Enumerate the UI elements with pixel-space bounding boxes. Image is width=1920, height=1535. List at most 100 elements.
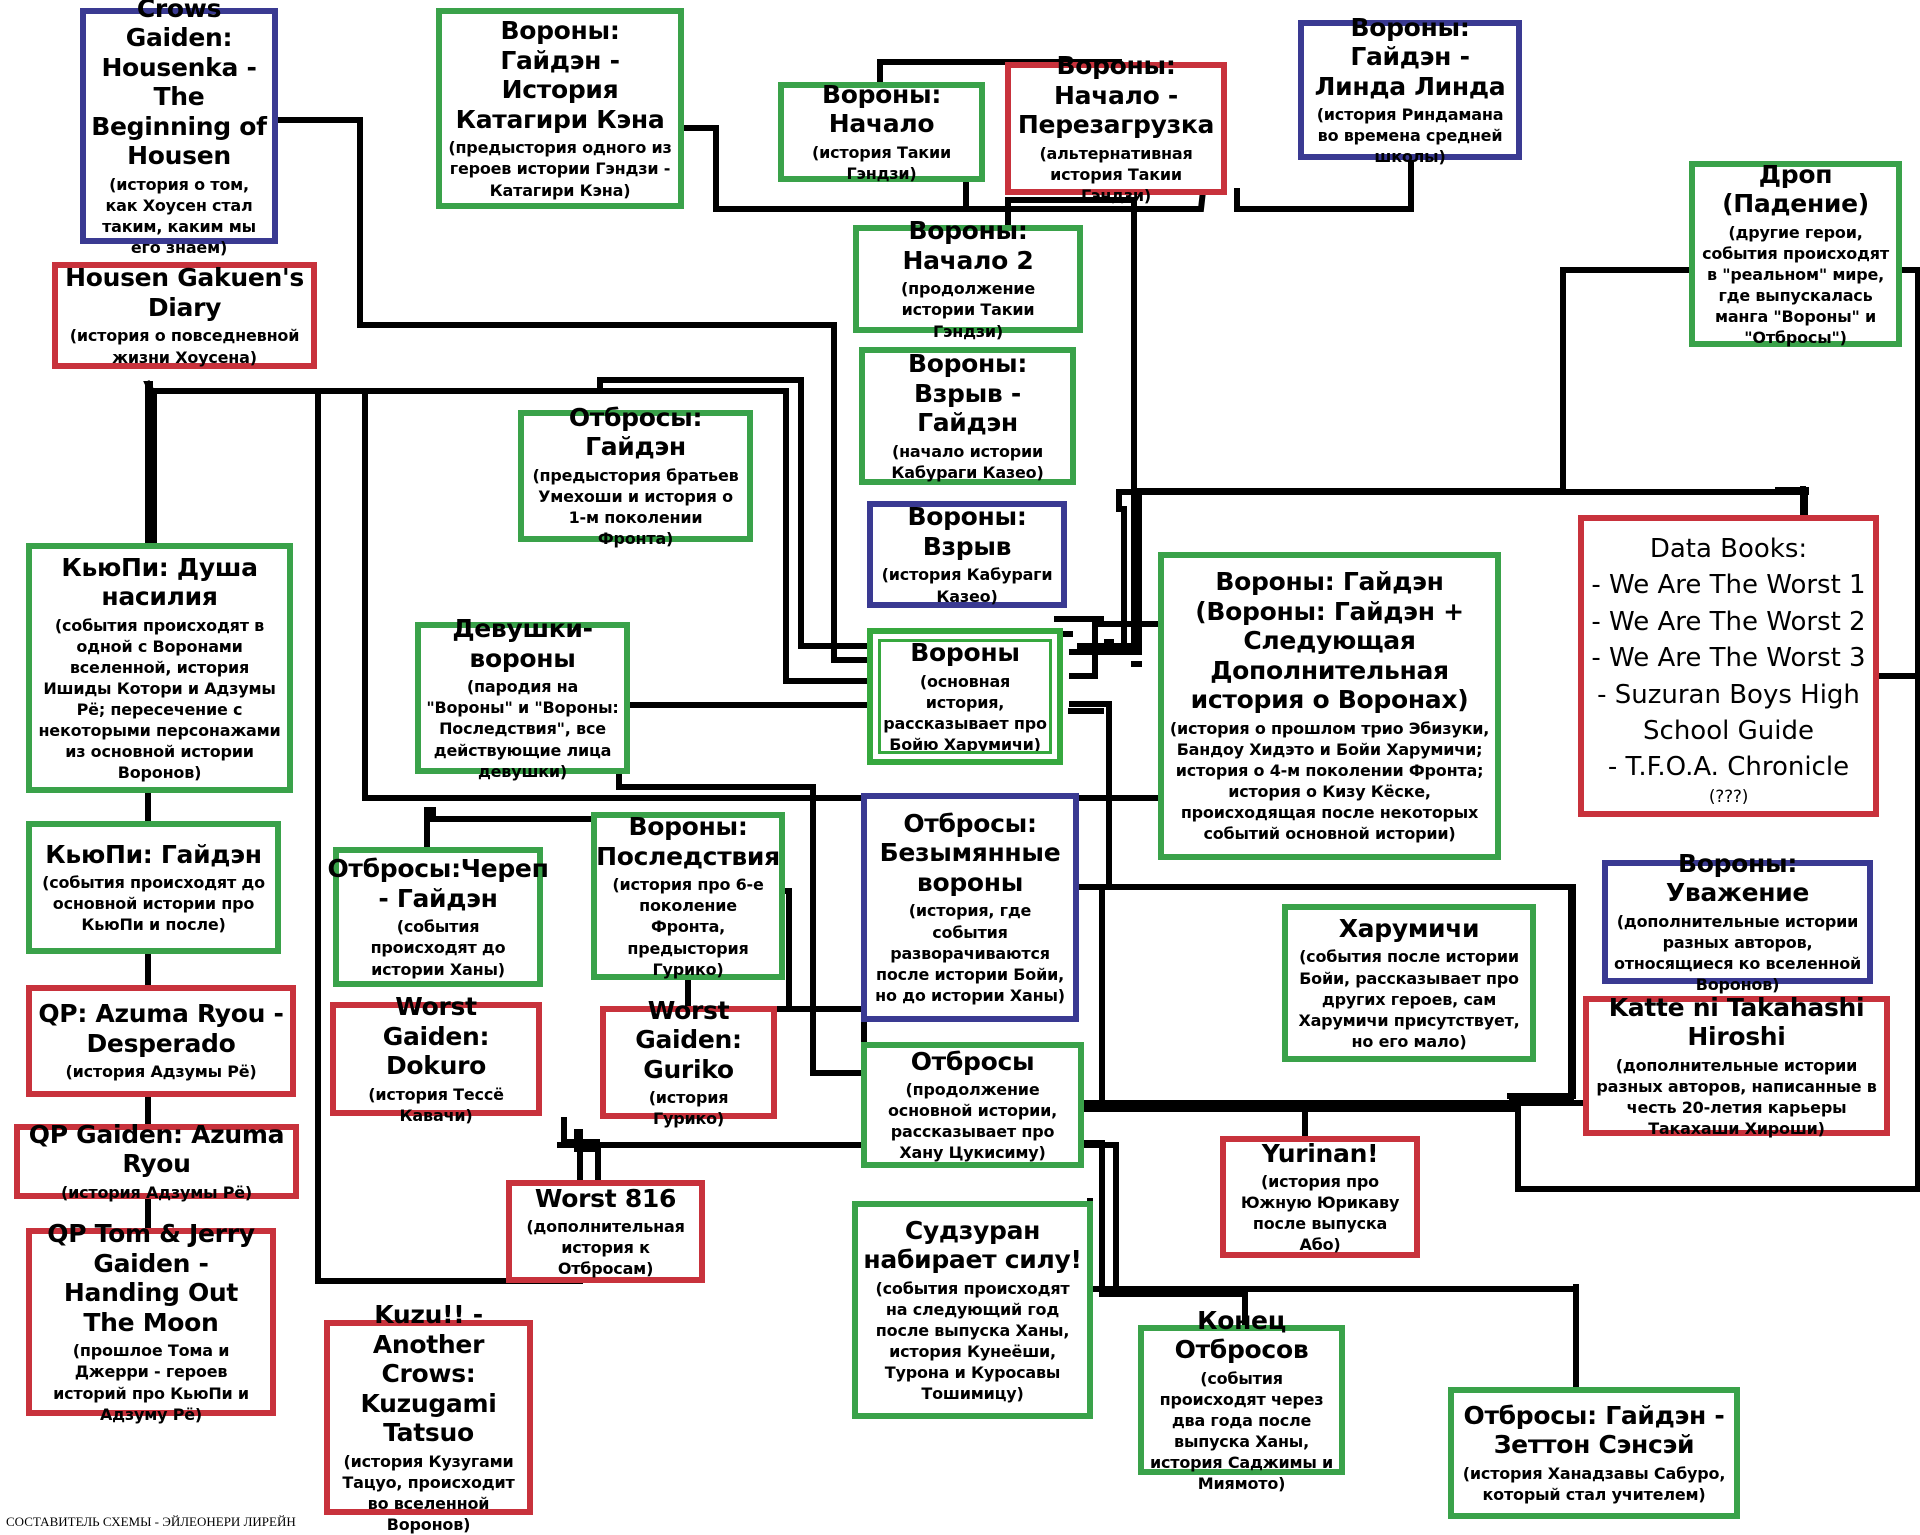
- node-qp-gaiden: КьюПи: Гайдэн (события происходят до осно…: [26, 821, 281, 954]
- node-crows-gaiden-linda: Вороны: Гайдэн - Линда Линда(история Рин…: [1298, 13, 1522, 166]
- node-title: Вороны: Начало - Перезагрузка: [1017, 51, 1215, 140]
- node-title: Worst Gaiden: Guriko: [635, 995, 742, 1084]
- node-title: Девушки-вороны: [452, 614, 593, 673]
- node-housen-gakuen-diary: Housen Gakuen's Diary(история о повседне…: [52, 262, 317, 369]
- diagram-credit: СОСТАВИТЕЛЬ СХЕМЫ - ЭЙЛЕОНЕРИ ЛИРЕЙН: [6, 1514, 296, 1529]
- node-worst-816: Worst 816(дополнительная история к Отбро…: [506, 1180, 705, 1283]
- node-desc: (дополнительные истории разных авторов, …: [1613, 911, 1862, 995]
- node-desc: (начало истории Кабураги Казео): [891, 441, 1044, 482]
- node-title: Crows Gaiden: Housenka - The Beginning o…: [91, 0, 267, 171]
- node-title: КьюПи: Гайдэн: [45, 839, 262, 869]
- node-title: Отбросы: [910, 1046, 1035, 1076]
- connector-line: [616, 772, 867, 1076]
- node-crows-zero: Вороны: Начало(история Такии Гэндзи): [778, 79, 985, 183]
- node-worst-skull-gaiden: Отбросы:Череп - Гайдэн(события происходя…: [327, 847, 549, 987]
- data-book-item: - Suzuran Boys High School Guide: [1597, 679, 1860, 746]
- node-desc: (дополнительные истории разных авторов, …: [1596, 1055, 1877, 1139]
- node-desc: (история Адзумы Рё): [60, 1182, 253, 1202]
- node-crows-zero-reboot: Вороны: Начало - Перезагрузка(альтернати…: [1005, 51, 1227, 205]
- node-desc: (история Такии Гэндзи): [812, 142, 951, 183]
- node-desc: (альтернативная история Такии Гэндзи): [1039, 143, 1193, 205]
- connector-line: [1234, 151, 1414, 212]
- connector-line: [1081, 1142, 1242, 1297]
- node-title: Отбросы: Безымянные вороны: [879, 808, 1061, 897]
- node-desc: (???): [1708, 786, 1749, 807]
- node-title: Отбросы: Гайдэн - Зеттон Сэнсэй: [1463, 1400, 1725, 1460]
- node-desc: (история Кабураги Казео): [881, 565, 1053, 606]
- data-book-item: - T.F.O.A. Chronicle: [1607, 752, 1850, 783]
- node-title: Отбросы: Гайдэн: [568, 402, 703, 462]
- node-title: QP Tom & Jerry Gaiden - Handing Out The …: [47, 1219, 255, 1337]
- node-harumichi: Харумичи (события после истории Бойи, рас…: [1282, 904, 1536, 1062]
- node-desc: (предыстория одного из героев истории Гэ…: [448, 138, 672, 200]
- data-book-item: - We Are The Worst 3: [1591, 643, 1866, 674]
- node-title: Судзуран набирает силу!: [863, 1215, 1082, 1275]
- node-desc: (история, где события разворачиваются по…: [875, 901, 1065, 1005]
- node-desc: (события происходят на следующий год пос…: [875, 1278, 1070, 1404]
- node-qp-desperado: QP: Azuma Ryou - Desperado (история Адзум…: [26, 985, 296, 1097]
- node-title: Вороны: Взрыв - Гайдэн: [907, 349, 1028, 438]
- node-crows-explode: Вороны: Взрыв(история Кабураги Казео): [867, 501, 1067, 608]
- node-title: Вороны: Гайдэн (Вороны: Гайдэн + Следующ…: [1190, 567, 1469, 715]
- node-desc: (события происходят через два года после…: [1150, 1368, 1333, 1494]
- node-desc: (события после истории Бойи, рассказывае…: [1298, 947, 1520, 1051]
- node-crows-respect: Вороны: Уважение(дополнительные истории …: [1602, 849, 1873, 994]
- node-desc: (пародия на "Вороны" и "Вороны: Последст…: [426, 677, 619, 781]
- node-worst-gaiden-guriko: Worst Gaiden: Guriko(история Гурико): [600, 996, 777, 1128]
- node-title: Харумичи: [1338, 913, 1480, 943]
- node-title: Kuzu!! - Another Crows: Kuzugami Tatsuo: [360, 1300, 497, 1448]
- node-desc: (продолжение истории Такии Гэндзи): [901, 279, 1035, 341]
- node-desc: (история о прошлом трио Эбизуки, Бандоу …: [1169, 718, 1490, 844]
- node-desc: (история Ханадзавы Сабуро, который стал …: [1462, 1463, 1726, 1504]
- node-worst-gaiden-dokuro: Worst Gaiden: Dokuro(история Тессё Кавач…: [330, 992, 542, 1125]
- node-desc: (история о том, как Хоусен стал таким, к…: [102, 174, 256, 258]
- node-desc: (история Адзумы Рё): [65, 1062, 257, 1082]
- node-title: Yurinan!: [1261, 1138, 1379, 1168]
- node-desc: (история про 6-е поколение Фронта, преды…: [612, 875, 764, 979]
- node-desc: (история про Южную Юрикаву после выпуска…: [1240, 1172, 1400, 1255]
- node-crows-aftermath: Вороны: Последствия(история про 6-е поко…: [591, 812, 785, 980]
- node-data-books: Data Books: - We Are The Worst 1 - We Ar…: [1578, 515, 1879, 817]
- node-desc: (история Гурико): [648, 1088, 729, 1129]
- node-title: Вороны: Уважение: [1665, 848, 1810, 908]
- node-title: QP Gaiden: Azuma Ryou: [28, 1119, 285, 1179]
- connector-line: [1116, 489, 1127, 645]
- connector-line: [277, 117, 871, 663]
- node-kuzu-another-crows: Kuzu!! - Another Crows: Kuzugami Tatsuo(…: [324, 1300, 533, 1534]
- node-desc: (история Кузугами Тацуо, происходит во в…: [342, 1451, 515, 1534]
- node-crows-zero-2: Вороны: Начало 2(продолжение истории Так…: [853, 216, 1083, 341]
- node-worst-gaiden: Отбросы: Гайдэн(предыстория братьев Умех…: [518, 403, 753, 548]
- node-worst-nameless-crows: Отбросы: Безымянные вороны(история, где …: [861, 793, 1079, 1022]
- node-qp-gaiden-azuma: QP Gaiden: Azuma Ryou (история Адзумы Рё): [14, 1120, 299, 1202]
- node-qp-tom-jerry: QP Tom & Jerry Gaiden - Handing Out The …: [26, 1219, 276, 1424]
- connector-line: [1076, 1140, 1242, 1297]
- node-title: КьюПи: Душа насилия: [61, 552, 258, 612]
- node-worst: Отбросы (продолжение основной истории, ра…: [861, 1042, 1084, 1168]
- node-title: Дроп (Падение): [1722, 159, 1869, 219]
- node-desc: (история Тессё Кавачи): [368, 1084, 504, 1125]
- node-title: Конец Отбросов: [1174, 1305, 1309, 1365]
- node-desc: (предыстория братьев Умехоши и история о…: [532, 465, 739, 549]
- node-title: Housen Gakuen's Diary: [65, 263, 304, 322]
- node-title: QP: Azuma Ryou - Desperado: [38, 999, 284, 1058]
- node-title: Вороны: Гайдэн - История Катагири Кэна: [455, 16, 665, 134]
- node-crows-girls: Девушки-вороны(пародия на "Вороны" и "Во…: [415, 614, 630, 781]
- node-title: Katte ni Takahashi Hiroshi: [1608, 992, 1865, 1052]
- node-title: Отбросы:Череп - Гайдэн: [327, 854, 549, 913]
- node-desc: (другие герои, события происходят в "реа…: [1702, 222, 1889, 348]
- node-desc: (события происходят до основной истории …: [42, 873, 265, 935]
- node-title: Worst 816: [534, 1183, 677, 1213]
- node-title: Вороны: Последствия: [596, 812, 780, 871]
- connector-line: [151, 388, 871, 684]
- node-desc: (события происходят в одной с Воронами в…: [38, 615, 281, 783]
- node-worst-end: Конец Отбросов(события происходят через …: [1138, 1306, 1345, 1493]
- node-desc: (история о повседневной жизни Хоусена): [69, 326, 300, 367]
- connector-line: [684, 125, 976, 212]
- node-title: Вороны: Начало: [821, 79, 942, 139]
- node-title: Worst Gaiden: Dokuro: [382, 992, 490, 1081]
- data-book-item: - We Are The Worst 2: [1591, 606, 1866, 637]
- node-title: Вороны: Гайдэн - Линда Линда: [1314, 12, 1506, 101]
- node-desc: (продолжение основной истории, рассказыв…: [888, 1080, 1057, 1163]
- node-desc: (история Риндамана во времена средней шк…: [1316, 105, 1504, 167]
